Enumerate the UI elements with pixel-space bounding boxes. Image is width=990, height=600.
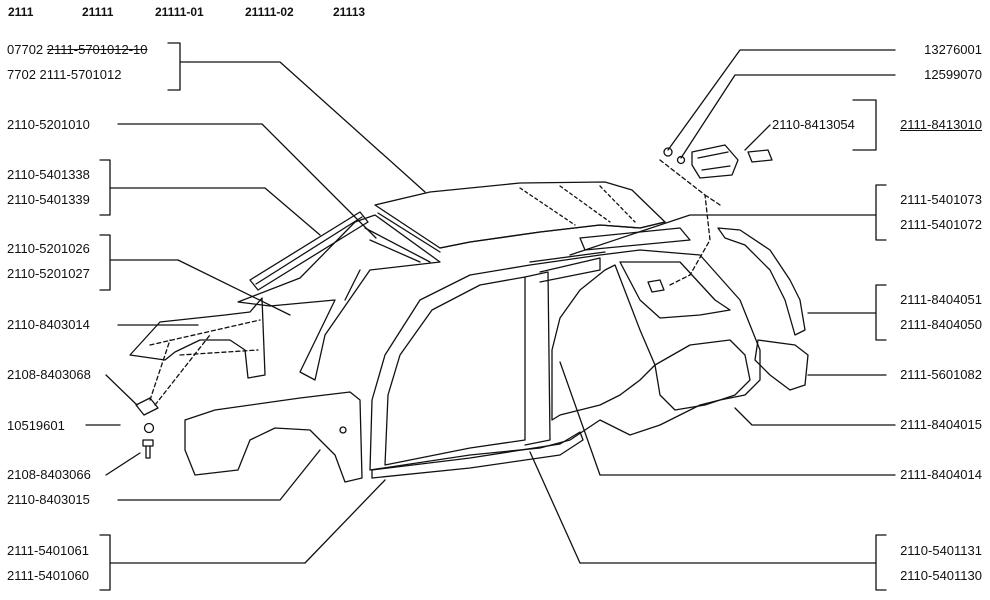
rear-wing-top <box>717 227 806 336</box>
model-code-21111-01: 21111-01 <box>155 5 204 19</box>
part-label-b-pillar-a: 2110-5401131 <box>900 543 982 558</box>
b-pillar <box>524 271 551 446</box>
bracket-right-bpillar <box>579 534 887 591</box>
bracket-right-fuel <box>852 99 877 151</box>
leader-rear-wing <box>734 407 896 426</box>
part-label-fender-panel: 2110-8403015 <box>7 492 90 507</box>
part-label-sunroof-b: 7702 2111-5701012 <box>7 67 122 82</box>
roof-rail <box>237 214 441 381</box>
part-label-bolt: 2108-8403066 <box>7 467 91 482</box>
part-label-bracket: 2108-8403068 <box>7 367 91 382</box>
bracket-left-sill <box>99 534 306 591</box>
leader-rail <box>177 259 291 316</box>
leader-bracket <box>105 374 138 406</box>
part-label-b-pillar-b: 2110-5401130 <box>900 568 982 583</box>
part-label-rear-panel-b: 2111-8404050 <box>900 317 982 332</box>
fuel-flap-housing <box>691 144 739 179</box>
leader-flap <box>744 124 771 151</box>
part-label-nut: 10519601 <box>7 418 65 433</box>
rear-door-opening <box>551 264 656 421</box>
leader-pillar <box>109 187 321 236</box>
leader-sill <box>304 479 386 564</box>
bracket-left-sunroof <box>167 42 189 91</box>
front-wing-panel <box>184 391 363 483</box>
bracket-right-pillar <box>875 184 887 241</box>
leader-roof <box>187 61 426 193</box>
screw-icon <box>676 155 686 165</box>
leader-c-pillar <box>569 214 877 256</box>
part-label-fuel-flap: 2110-8413054 <box>772 117 855 132</box>
model-code-2111: 2111 <box>8 5 34 19</box>
leader-screw <box>680 74 896 159</box>
fender-bracket <box>135 397 159 416</box>
sill <box>371 431 584 479</box>
part-label-windshield-pillar-b: 2110-5401339 <box>7 192 90 207</box>
body-side-frame <box>369 249 761 471</box>
leader-roof-panel <box>117 123 377 239</box>
nut <box>143 422 155 434</box>
leader-body-side <box>559 361 896 476</box>
part-label-rear-wing: 2111-8404015 <box>900 417 982 432</box>
leader-fender-panel <box>117 449 321 501</box>
part-label-c-pillar-a: 2111-5401073 <box>900 192 982 207</box>
rear-quarter-window <box>619 261 731 319</box>
part-label-rear-panel-a: 2111-8404051 <box>900 292 982 307</box>
rear-floor-panel <box>754 339 809 391</box>
model-code-21111: 21111 <box>82 5 114 19</box>
part-label-front-fender: 2110-8403014 <box>7 317 90 332</box>
sunroof-prefix: 07702 <box>7 42 44 57</box>
part-label-roof-rail-b: 2110-5201027 <box>7 266 90 281</box>
part-label-roof-panel: 2110-5201010 <box>7 117 90 132</box>
part-label-fuel-flap-assembly: 2111-8413010 <box>900 117 982 132</box>
part-label-body-side: 2111-8404014 <box>900 467 982 482</box>
part-label-rear-floor: 2111-5601082 <box>900 367 982 382</box>
front-fender <box>129 297 266 379</box>
part-label-windshield-pillar-a: 2110-5401338 <box>7 167 90 182</box>
bracket-right-rear <box>807 284 887 341</box>
part-label-c-pillar-b: 2111-5401072 <box>900 217 982 232</box>
bracket-left-rail <box>99 234 179 291</box>
model-code-21111-02: 21111-02 <box>245 5 294 19</box>
bracket-left-pillar <box>99 159 111 216</box>
part-label-screw: 12599070 <box>924 67 982 82</box>
c-pillar-piece <box>579 227 691 251</box>
part-label-sill-a: 2111-5401061 <box>7 543 89 558</box>
windshield-pillar-strip <box>249 211 369 291</box>
leader-clip <box>667 49 896 151</box>
part-label-roof-rail-a: 2110-5201026 <box>7 241 90 256</box>
front-door-opening <box>384 276 526 466</box>
sunroof-old-number: 2111-5701012-10 <box>46 42 148 57</box>
leader-bpillar <box>529 451 581 564</box>
part-label-clip: 13276001 <box>924 42 982 57</box>
leader-bolt <box>105 452 141 476</box>
part-label-sill-b: 2111-5401060 <box>7 568 89 583</box>
rear-wheel-arch <box>654 339 751 411</box>
model-code-21113: 21113 <box>333 5 366 19</box>
fuel-flap-cover <box>747 149 773 163</box>
bolt <box>142 439 154 459</box>
part-label-sunroof-a: 07702 2111-5701012-10 <box>7 42 148 58</box>
clip-icon <box>663 147 673 157</box>
